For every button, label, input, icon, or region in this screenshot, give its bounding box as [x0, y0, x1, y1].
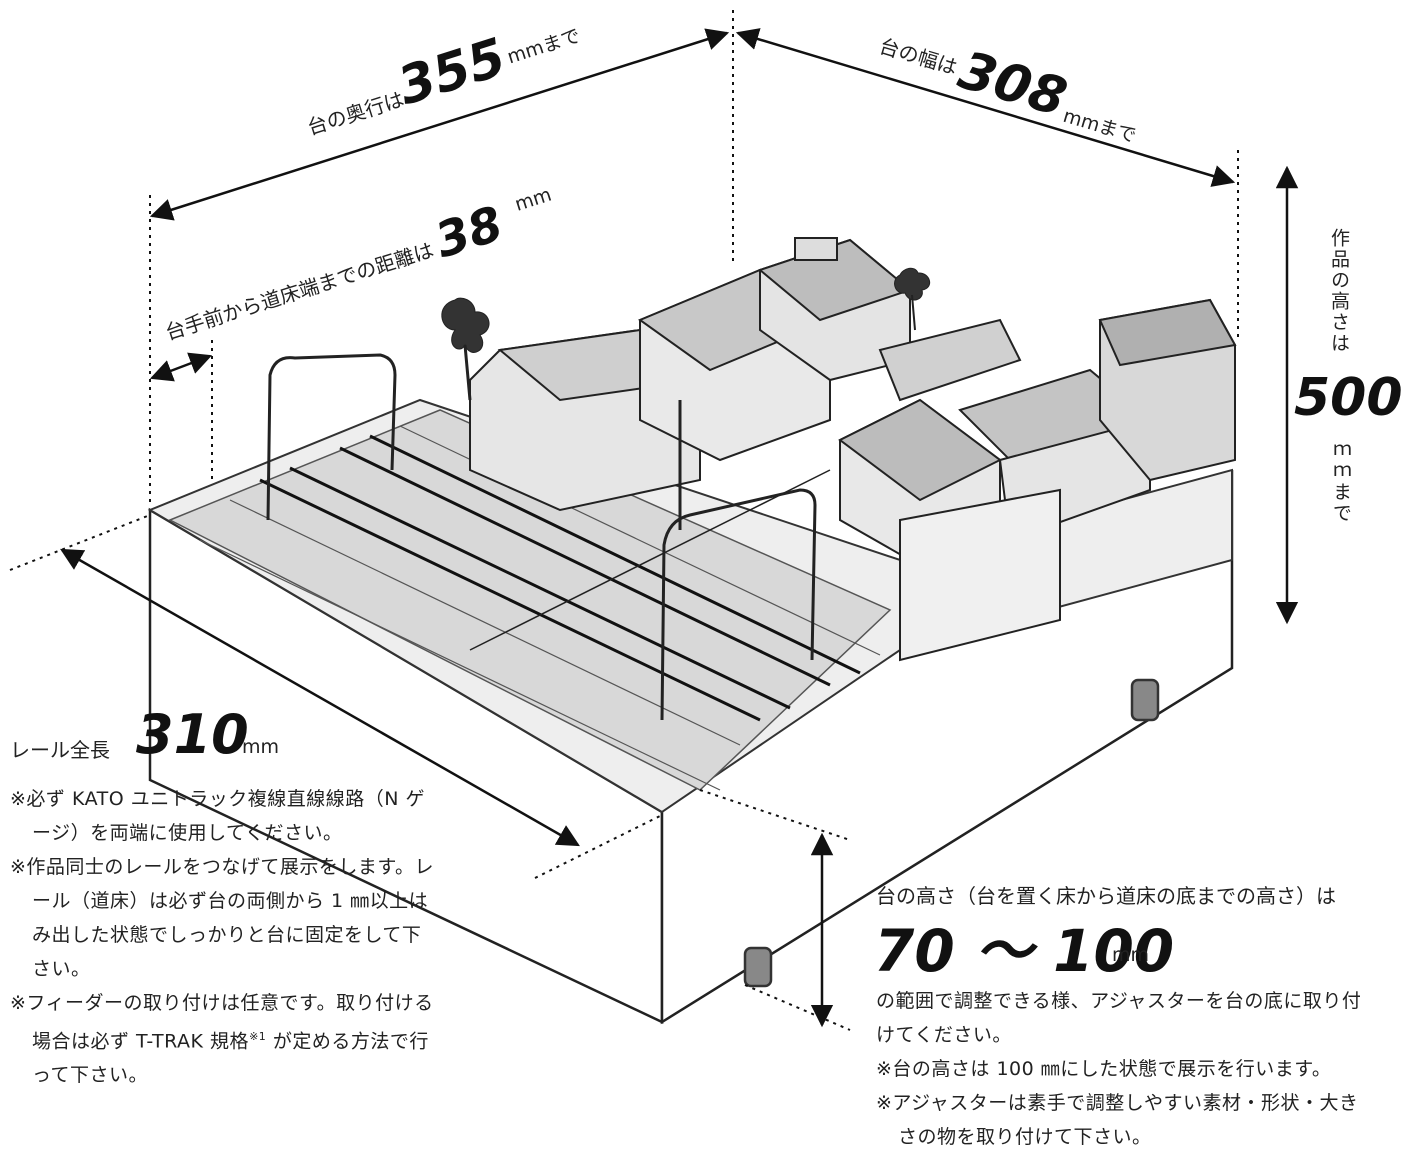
rail-length-arrow	[60, 548, 580, 847]
left-note-1: ※必ず KATO ユニトラック複線直線線路（N ゲージ）を両端に使用してください…	[10, 788, 425, 844]
base-height-unit: mm	[1112, 944, 1150, 966]
svg-text:mm: mm	[512, 184, 554, 216]
svg-text:台の幅は: 台の幅は	[877, 34, 961, 80]
right-note-intro: の範囲で調整できる様、アジャスターを台の底に取り付けてください。	[876, 990, 1362, 1046]
svg-text:台手前から道床端までの距離は: 台手前から道床端までの距離は	[162, 238, 436, 345]
svg-text:mmまで: mmまで	[505, 25, 583, 69]
svg-text:308: 308	[952, 40, 1073, 128]
width-arrow	[735, 28, 1236, 187]
depth-label: 台の奥行は 355 mmまで	[304, 25, 583, 140]
rail-length-label: レール全長	[10, 738, 110, 762]
dimension-arrows	[60, 28, 1299, 1028]
height-label: 作品の高さは	[1328, 228, 1350, 354]
height-unit: ｍｍまで	[1330, 440, 1352, 524]
svg-text:355: 355	[391, 27, 513, 117]
svg-text:38: 38	[429, 196, 510, 269]
right-notes: の範囲で調整できる様、アジャスターを台の底に取り付けてください。 ※台の高さは …	[876, 984, 1372, 1154]
width-label: 台の幅は 308 mmまで	[877, 34, 1139, 147]
right-note-1: ※台の高さは 100 ㎜にした状態で展示を行います。	[876, 1058, 1332, 1080]
rail-length-unit: mm	[242, 736, 280, 758]
left-notes: ※必ず KATO ユニトラック複線直線線路（N ゲージ）を両端に使用してください…	[10, 782, 438, 1092]
svg-text:台の奥行は: 台の奥行は	[304, 87, 407, 140]
left-note-3: ※フィーダーの取り付けは任意です。取り付ける場合は必ず T-TRAK 規格※1 …	[10, 992, 434, 1087]
left-note-2: ※作品同士のレールをつなげて展示をします。レール（道床）は必ず台の両側から 1 …	[10, 856, 435, 980]
base-height-value: 70 ～ 100	[874, 917, 1175, 985]
height-value: 500	[1294, 368, 1403, 428]
rail-length-value: 310	[136, 703, 249, 766]
footnote-mark: ※1	[249, 1030, 267, 1043]
edge-distance-label: 台手前から道床端までの距離は 38 mm	[162, 184, 554, 345]
depth-arrow	[149, 28, 730, 221]
trees	[441, 267, 931, 401]
edge-distance-arrow	[149, 352, 213, 382]
dimension-guides	[9, 10, 1239, 1031]
buildings	[469, 237, 1237, 662]
right-note-2: ※アジャスターは素手で調整しやすい素材・形状・大きさの物を取り付けて下さい。	[876, 1092, 1359, 1148]
base-height-label: 台の高さ（台を置く床から道床の底までの高さ）は	[876, 884, 1336, 908]
